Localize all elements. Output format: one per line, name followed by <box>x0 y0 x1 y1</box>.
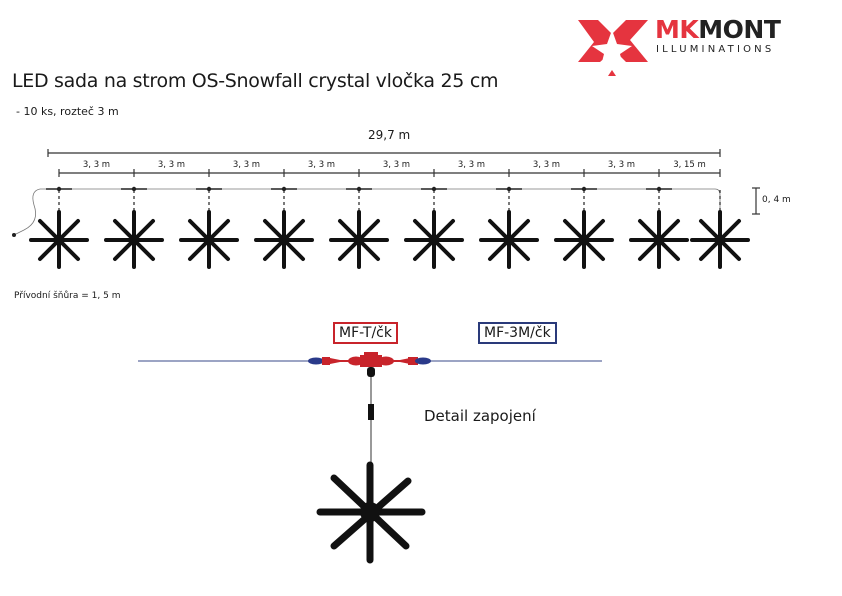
detail-drop <box>367 367 375 462</box>
segment-label: 3, 3 m <box>82 160 111 170</box>
snowflake-icon <box>29 210 89 269</box>
brand-mk: MK <box>655 15 699 44</box>
height-dimension <box>752 187 760 215</box>
snowflake-icon <box>690 210 750 269</box>
left-plug-icon <box>308 357 340 365</box>
tee-connector-label: MF-T/čk <box>333 322 398 344</box>
snowflake-icon <box>254 210 314 269</box>
tee-connector-icon <box>340 352 400 367</box>
brand-name: MKMONT <box>655 15 781 44</box>
star-mark-icon <box>578 20 648 76</box>
lead-cable-label: Přívodní šňůra = 1, 5 m <box>14 291 121 301</box>
segment-label: 3, 3 m <box>532 160 561 170</box>
snowflake-icon <box>554 210 614 269</box>
segment-label: 3, 3 m <box>382 160 411 170</box>
main-cable <box>13 188 721 236</box>
right-plug-icon <box>400 357 431 365</box>
snowflake-icon <box>104 210 164 269</box>
snowflake-row <box>29 210 750 269</box>
segment-label: 3, 3 m <box>307 160 336 170</box>
page-title: LED sada na strom OS-Snowfall crystal vl… <box>12 70 499 92</box>
snowflake-icon <box>316 461 426 564</box>
segment-label: 3, 3 m <box>457 160 486 170</box>
plug-icon <box>12 233 16 237</box>
segment-label: 3, 3 m <box>607 160 636 170</box>
detail-caption: Detail zapojení <box>424 407 536 425</box>
segment-label: 3, 3 m <box>232 160 261 170</box>
cable-label: MF-3M/čk <box>478 322 557 344</box>
drop-connectors <box>46 186 721 212</box>
page-subtitle: - 10 ks, rozteč 3 m <box>16 105 119 118</box>
total-length-label: 29,7 m <box>368 128 411 142</box>
segment-label: 3, 3 m <box>157 160 186 170</box>
brand-mont: MONT <box>698 15 781 44</box>
snowflake-icon <box>629 210 689 269</box>
segment-dimension-line <box>58 169 721 177</box>
snowflake-icon <box>404 210 464 269</box>
total-dimension-line <box>47 149 721 157</box>
snowflake-icon <box>479 210 539 269</box>
snowflake-icon <box>179 210 239 269</box>
snowflake-icon <box>329 210 389 269</box>
brand-tagline: ILLUMINATIONS <box>656 44 775 55</box>
segment-label: 3, 15 m <box>673 160 706 170</box>
drop-height-label: 0, 4 m <box>762 195 791 205</box>
